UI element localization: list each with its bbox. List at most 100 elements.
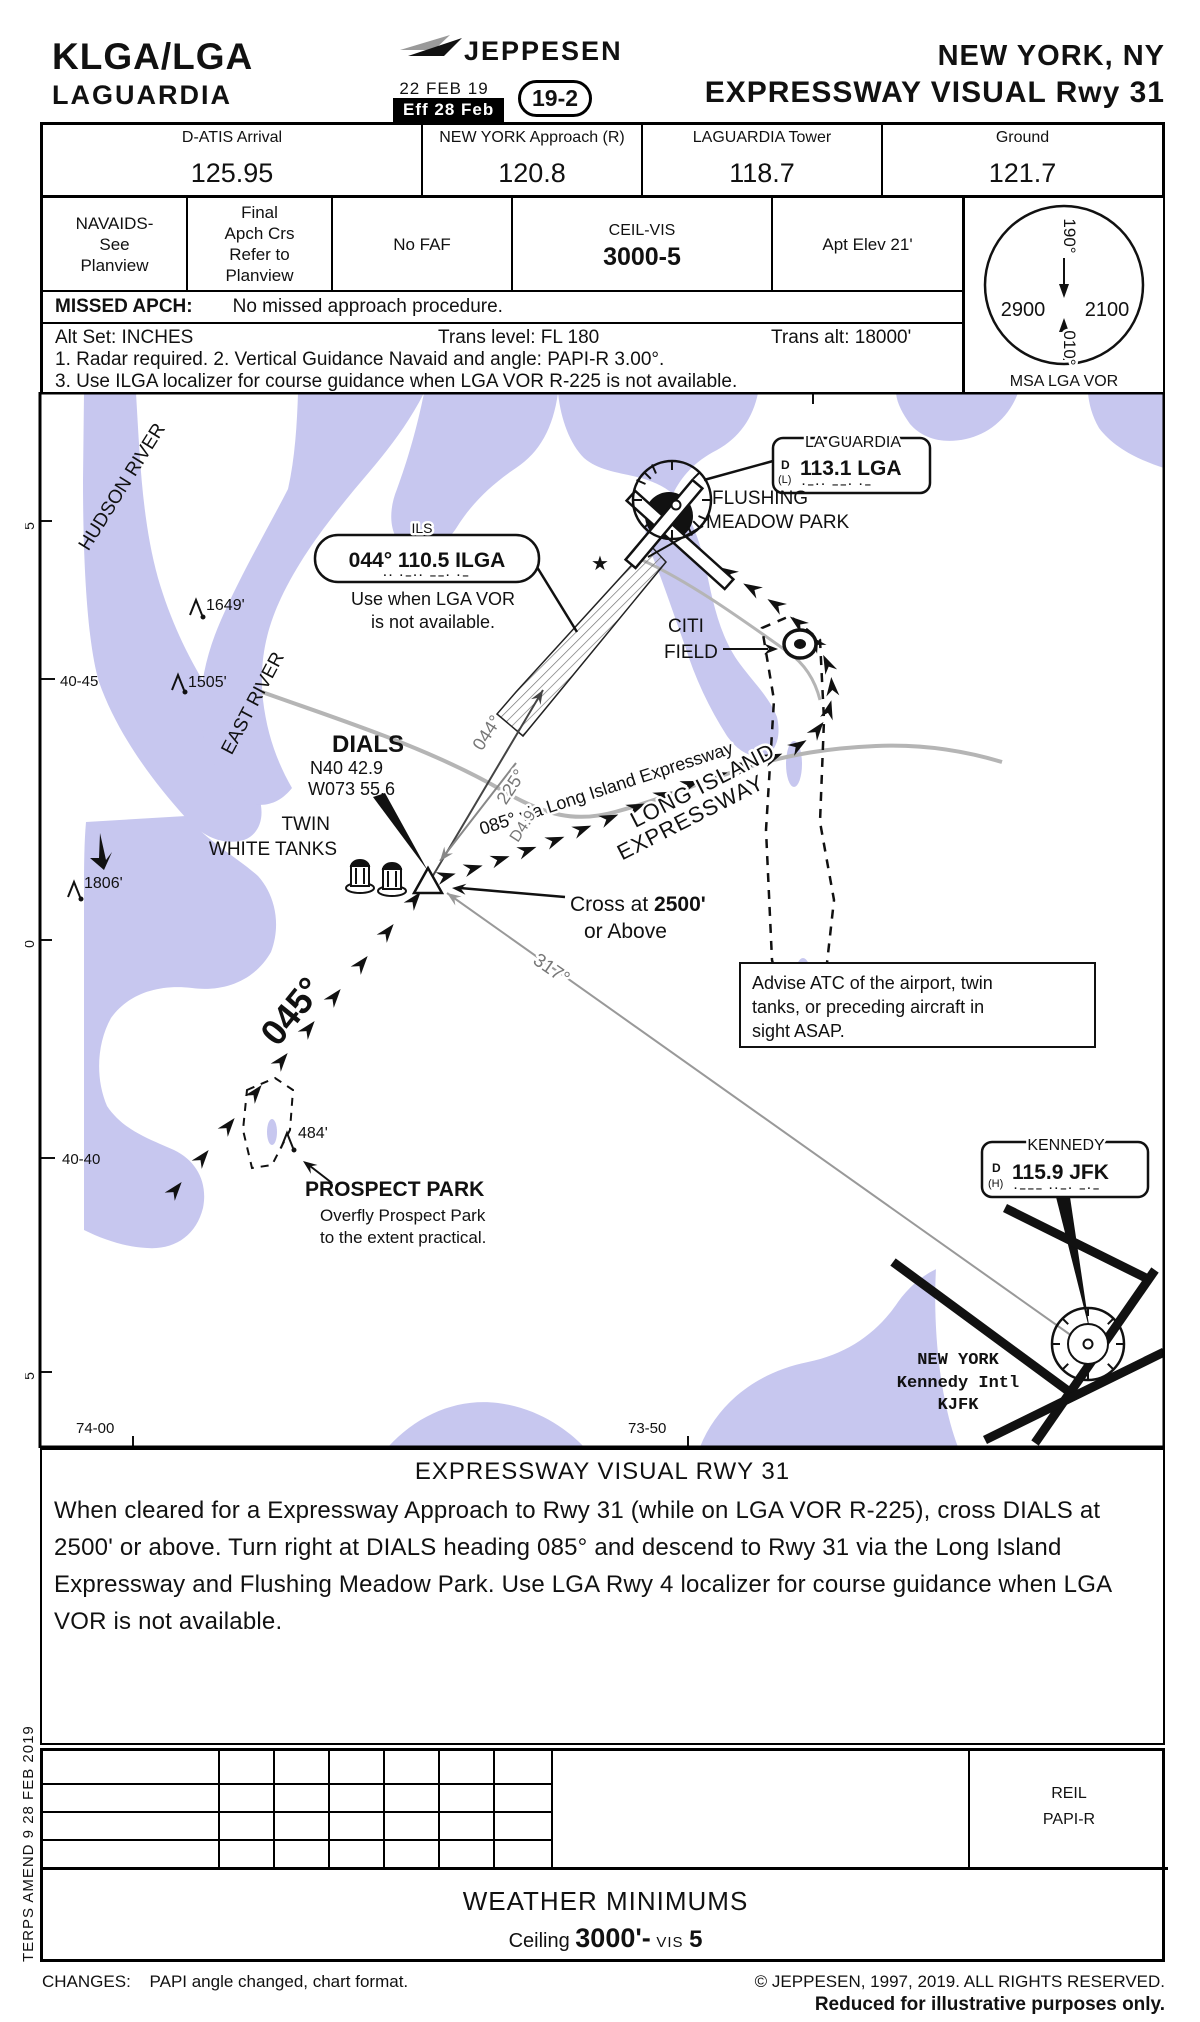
jeppesen-logo-block: JEPPESEN [398, 32, 658, 71]
twin-tanks-label-1: TWIN [281, 814, 330, 835]
procedure-title-block: NEW YORK, NY EXPRESSWAY VISUAL Rwy 31 [705, 40, 1165, 110]
trans-level-note: Trans level: FL 180 [438, 327, 600, 348]
vis-label: VIS [656, 1934, 684, 1951]
margin-minute-5a: 5 [25, 522, 37, 530]
twin-tanks-icons [345, 859, 407, 897]
graticule-ticks [40, 393, 814, 1447]
prospect-note-2: to the extent practical. [320, 1228, 486, 1247]
citi-field: CITI FIELD [664, 616, 818, 663]
or-above-text: or Above [584, 920, 667, 943]
briefing-apt-elev: Apt Elev 21' [822, 234, 913, 254]
lon-73-50: 73-50 [628, 1420, 666, 1437]
cross-at-text: Cross at 2500' [570, 893, 706, 916]
procedure-name: EXPRESSWAY VISUAL Rwy 31 [704, 76, 1165, 109]
lga-class: (L) [778, 474, 791, 486]
flushing-label-1: FLUSHING [712, 488, 808, 509]
ceiling-label: Ceiling [508, 1930, 570, 1952]
ilga-note-2: is not available. [371, 612, 495, 632]
advise-line-3: sight ASAP. [752, 1021, 845, 1041]
procedure-description: EXPRESSWAY VISUAL RWY 31 When cleared fo… [40, 1448, 1165, 1745]
terps-amend-sidebar: TERPS AMEND 9 28 FEB 2019 [20, 1725, 37, 1962]
missed-approach-row: MISSED APCH: No missed approach procedur… [40, 290, 962, 322]
lga-airport-symbol [623, 459, 736, 591]
changes-label: CHANGES: [42, 1972, 131, 1991]
comm-cell-atis: D-ATIS Arrival 125.95 [43, 125, 423, 195]
description-title: EXPRESSWAY VISUAL RWY 31 [414, 1458, 791, 1485]
obstacle-1649: 1649' [206, 597, 245, 614]
prospect-park-outline [241, 1076, 295, 1170]
lon-74-00: 74-00 [76, 1420, 114, 1437]
briefing-navaids: NAVAIDS- See Planview [43, 198, 188, 290]
missed-apch-text: No missed approach procedure. [232, 296, 503, 317]
comm-cell-tower: LAGUARDIA Tower 118.7 [643, 125, 883, 195]
note-line-1: 1. Radar required. 2. Vertical Guidance … [55, 349, 665, 370]
jfk-317-radial [446, 892, 1073, 1337]
msa-altitude-west: 2900 [1001, 299, 1046, 321]
park-pond [786, 741, 802, 787]
city-name: NEW YORK, NY [937, 40, 1165, 72]
jfk-landmass [935, 1237, 1164, 1447]
jfk-dme-flag: D [992, 1161, 1001, 1175]
lat-40-45: 40-45 [60, 673, 98, 690]
prospect-note-1: Overfly Prospect Park [320, 1206, 486, 1225]
msa-bearing-190: 190° [1060, 218, 1079, 253]
jfk-freq-ident: 115.9 JFK [1012, 1161, 1109, 1184]
prospect-pond [267, 1119, 277, 1145]
lga-box-leader [703, 459, 774, 482]
advise-atc-box: Advise ATC of the airport, twin tanks, o… [739, 962, 1096, 1048]
margin-minute-0: 0 [25, 940, 37, 948]
briefing-strip: NAVAIDS- See Planview Final Apch Crs Ref… [40, 198, 962, 392]
course-045: 045° [252, 969, 331, 1053]
crossing-restriction: Cross at 2500' or Above [451, 882, 706, 943]
lga-morse: ·–·· ––· ·– [802, 479, 873, 491]
chart-index-number: 19-2 [518, 80, 593, 117]
comm-frequency: 118.7 [729, 158, 795, 188]
comm-frequency-strip: D-ATIS Arrival 125.95 NEW YORK Approach … [40, 122, 1165, 198]
flushing-label-2: MEADOW PARK [706, 512, 850, 533]
notes-row: Alt Set: INCHES Trans level: FL 180 Tran… [40, 322, 962, 392]
lga-dme-flag: D [781, 458, 790, 472]
missed-apch-label: MISSED APCH: [55, 296, 193, 317]
ceil-vis-label: CEIL-VIS [608, 222, 676, 239]
course-044: 044° [468, 712, 505, 754]
description-body: When cleared for a Expressway Approach t… [54, 1497, 1111, 1635]
chart-date: 22 FEB 19 [399, 79, 489, 98]
weather-minimums-values: Ceiling 3000'- VIS 5 [43, 1923, 1168, 1954]
briefing-ceiling-vis: CEIL-VIS 3000-5 [513, 198, 773, 290]
ceiling-value: 3000'- [575, 1923, 651, 1953]
dials-name: DIALS [332, 731, 404, 758]
map-border [38, 392, 1165, 1448]
ilga-navaid-box: ILS 044° 110.5 ILGA ·· ·–·· ––· ·– [313, 518, 579, 633]
obstacle-484: 484' [298, 1125, 328, 1142]
trans-alt-note: Trans alt: 18000' [771, 327, 912, 348]
ils-title: ILS [411, 520, 432, 536]
prospect-park-label: PROSPECT PARK Overfly Prospect Park to t… [299, 1156, 486, 1247]
copyright-note: © JEPPESEN, 1997, 2019. ALL RIGHTS RESER… [754, 1972, 1165, 1991]
note-line-2: 3. Use ILGA localizer for course guidanc… [55, 371, 738, 392]
msa-bearing-010: 010° [1060, 330, 1079, 365]
planview-map: ★ ILS 044° 110.5 ILGA ·· ·–·· ––· ·– Use… [25, 392, 1165, 1448]
approach-lights: REIL PAPI-R [970, 1781, 1168, 1833]
airport-id-block: KLGA/LGA LAGUARDIA [52, 36, 253, 111]
star-icon: ★ [591, 553, 609, 575]
water-bodies [83, 393, 1164, 1447]
kennedy-box-title: KENNEDY [1027, 1137, 1105, 1154]
comm-cell-approach: NEW YORK Approach (R) 120.8 [423, 125, 643, 195]
grid-line [43, 1867, 1168, 1870]
margin-minute-5b: 5 [25, 1372, 37, 1380]
comm-label: D-ATIS Arrival [181, 129, 283, 146]
comm-label: LAGUARDIA Tower [692, 129, 832, 146]
msa-diagram: 190° 2900 2100 010° MSA LGA VOR [983, 204, 1145, 390]
jfk-airport-symbol [890, 1203, 1165, 1446]
ilga-morse: ·· ·–·· ––· ·– [383, 570, 470, 582]
briefing-final-course: Final Apch Crs Refer to Planview [188, 198, 333, 290]
airport-name: LAGUARDIA [52, 80, 232, 110]
briefing-faf: No FAF [333, 198, 513, 290]
citi-label-2: FIELD [664, 642, 718, 663]
dials-lon: W073 55.6 [308, 779, 395, 799]
msa-section: 190° 2900 2100 010° MSA LGA VOR [962, 198, 1165, 392]
flushing-label-leader [647, 525, 704, 558]
obstacles [67, 597, 297, 1153]
comm-label: Ground [995, 129, 1050, 146]
